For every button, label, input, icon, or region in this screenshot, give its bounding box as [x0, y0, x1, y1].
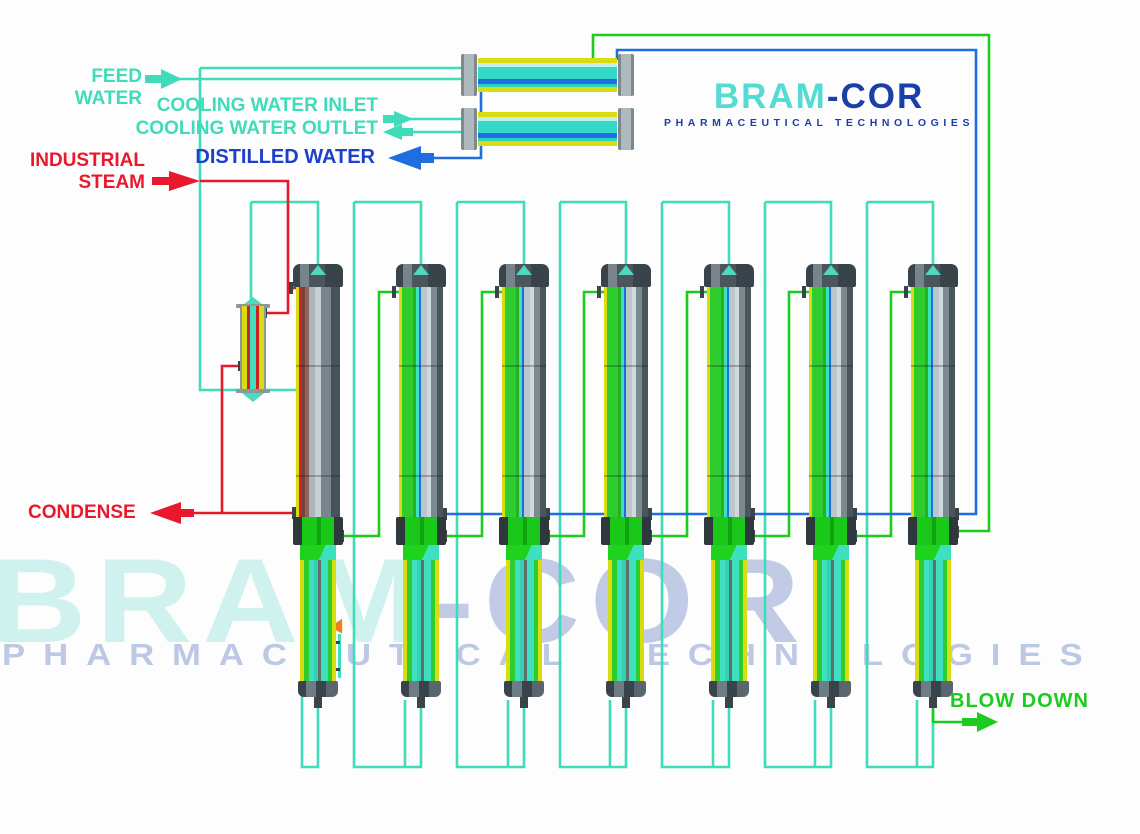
cooling-inlet-arrow [383, 115, 394, 123]
brand-logo: BRAM-COR PHARMACEUTICAL TECHNOLOGIES [664, 77, 975, 129]
blow-down-label: BLOW DOWN [950, 690, 1089, 712]
port-flanges [238, 282, 959, 542]
steam-arrow [152, 177, 169, 185]
blow-down-arrow [962, 718, 977, 726]
logo-brand-primary: BRAM [713, 77, 827, 116]
distilled-water-arrow [388, 146, 421, 170]
condense-label: CONDENSE [28, 502, 136, 523]
cooling-outlet-arrow [383, 124, 402, 140]
distilled-water-label: DISTILLED WATER [195, 146, 375, 168]
feed-water-piping [178, 66, 935, 769]
condense-arrow [150, 502, 181, 524]
cooling-water-inlet-label: COOLING WATER INLET [156, 95, 378, 116]
steam-piping [194, 179, 298, 515]
logo-brand-secondary: -COR [826, 77, 925, 116]
watermark-tagline: PHARMACEUTICAL TECHNOLOGIES [2, 637, 1101, 672]
cooling-water-outlet-label: COOLING WATER OUTLET [135, 118, 378, 139]
flow-arrows [145, 69, 998, 732]
feed-water-arrow [145, 75, 161, 83]
vapour-piping [330, 33, 991, 724]
logo-tagline: PHARMACEUTICAL TECHNOLOGIES [664, 117, 975, 129]
feed-water-label: FEED WATER [74, 66, 142, 109]
